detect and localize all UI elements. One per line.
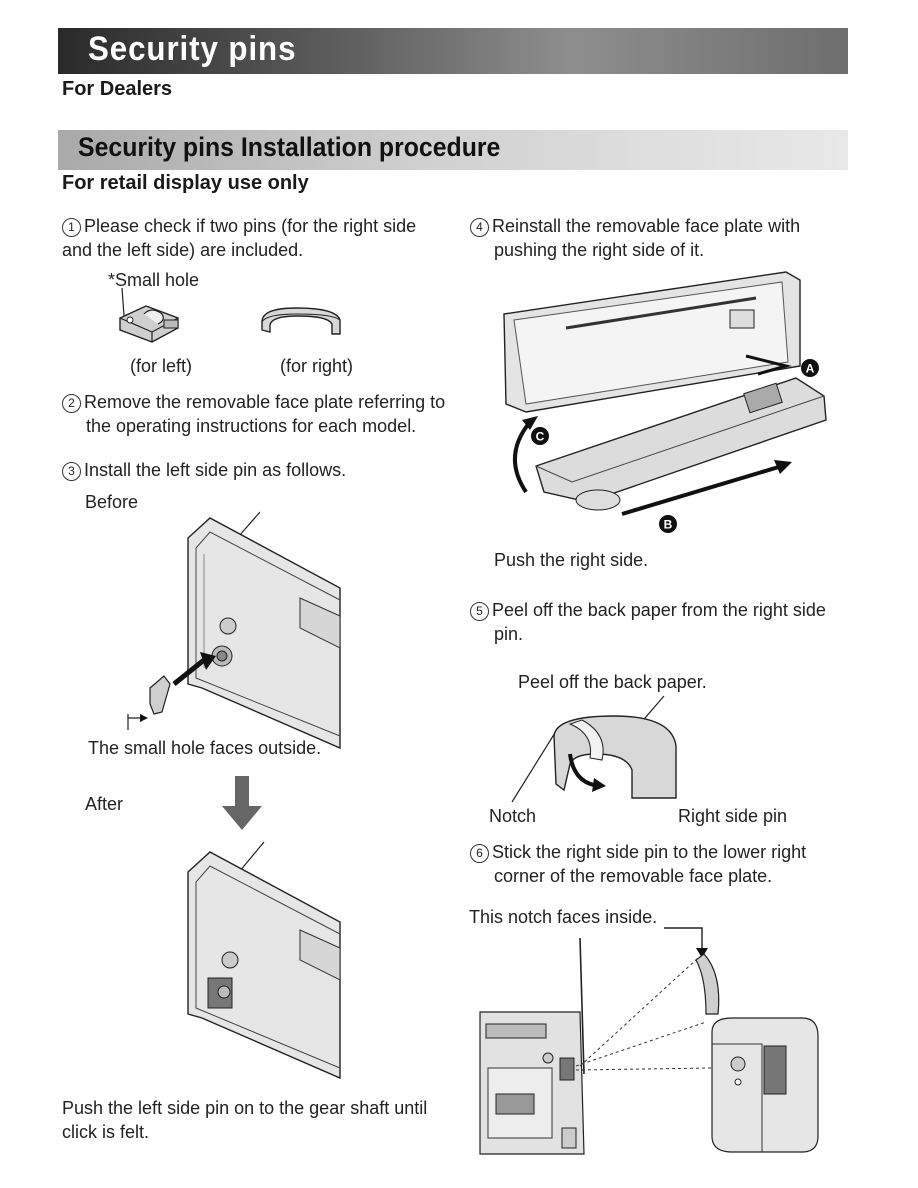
title-bar: Security pins xyxy=(58,28,848,74)
section-bar: Security pins Installation procedure xyxy=(58,130,848,170)
step-number: 6 xyxy=(470,844,489,863)
small-hole-label: *Small hole xyxy=(108,270,200,290)
before-illustration xyxy=(127,511,341,750)
step-number: 1 xyxy=(62,218,81,237)
step-text: Please check if two pins (for the right … xyxy=(84,216,417,236)
after-label: After xyxy=(85,794,124,814)
step-text: Reinstall the removable face plate with xyxy=(492,216,801,236)
notch-inside-label: This notch faces inside. xyxy=(469,907,658,927)
peel-illustration xyxy=(511,695,677,803)
step-text: Stick the right side pin to the lower ri… xyxy=(492,842,807,862)
push-left-line-2: click is felt. xyxy=(62,1122,150,1142)
marker-b-text: B xyxy=(664,518,673,532)
after-illustration xyxy=(187,841,341,1080)
faceplate-illustration xyxy=(503,271,827,516)
step-number: 5 xyxy=(470,602,489,621)
push-right-label: Push the right side. xyxy=(494,550,649,570)
marker-b-icon: B xyxy=(659,515,677,533)
right-pin-illustration xyxy=(261,307,341,335)
step-number: 2 xyxy=(62,394,81,413)
notch-label: Notch xyxy=(489,806,537,826)
before-label: Before xyxy=(85,492,139,512)
step-text-2: pushing the right side of it. xyxy=(494,240,705,260)
marker-c-icon: C xyxy=(531,427,549,445)
step-text-2: the operating instructions for each mode… xyxy=(86,416,417,436)
step-number: 3 xyxy=(62,462,81,481)
step-text: Peel off the back paper from the right s… xyxy=(492,600,826,620)
push-left-text: Push the left side pin on to the gear sh… xyxy=(62,1096,462,1144)
step-text-2: corner of the removable face plate. xyxy=(494,866,773,886)
audience-label: For Dealers xyxy=(62,78,173,100)
corner-illustration xyxy=(479,927,819,1155)
hole-faces-label: The small hole faces outside. xyxy=(88,738,322,758)
push-left-line-1: Push the left side pin on to the gear sh… xyxy=(62,1098,428,1118)
down-arrow-icon xyxy=(222,776,262,830)
step-text-2: and the left side) are included. xyxy=(62,240,304,260)
right-pin-label: Right side pin xyxy=(678,806,788,826)
for-right-label: (for right) xyxy=(280,356,354,376)
step-number: 4 xyxy=(470,218,489,237)
step-text: Install the left side pin as follows. xyxy=(84,460,347,480)
marker-a-icon: A xyxy=(801,359,819,377)
page-title: Security pins xyxy=(88,30,297,68)
step-text-2: pin. xyxy=(494,624,524,644)
marker-a-text: A xyxy=(806,362,815,376)
peel-label: Peel off the back paper. xyxy=(518,672,707,692)
section-title: Security pins Installation procedure xyxy=(78,132,501,162)
subheading: For retail display use only xyxy=(62,172,309,194)
left-pin-illustration xyxy=(119,287,179,343)
for-left-label: (for left) xyxy=(130,356,193,376)
marker-c-text: C xyxy=(536,430,545,444)
step-text: Remove the removable face plate referrin… xyxy=(84,392,446,412)
